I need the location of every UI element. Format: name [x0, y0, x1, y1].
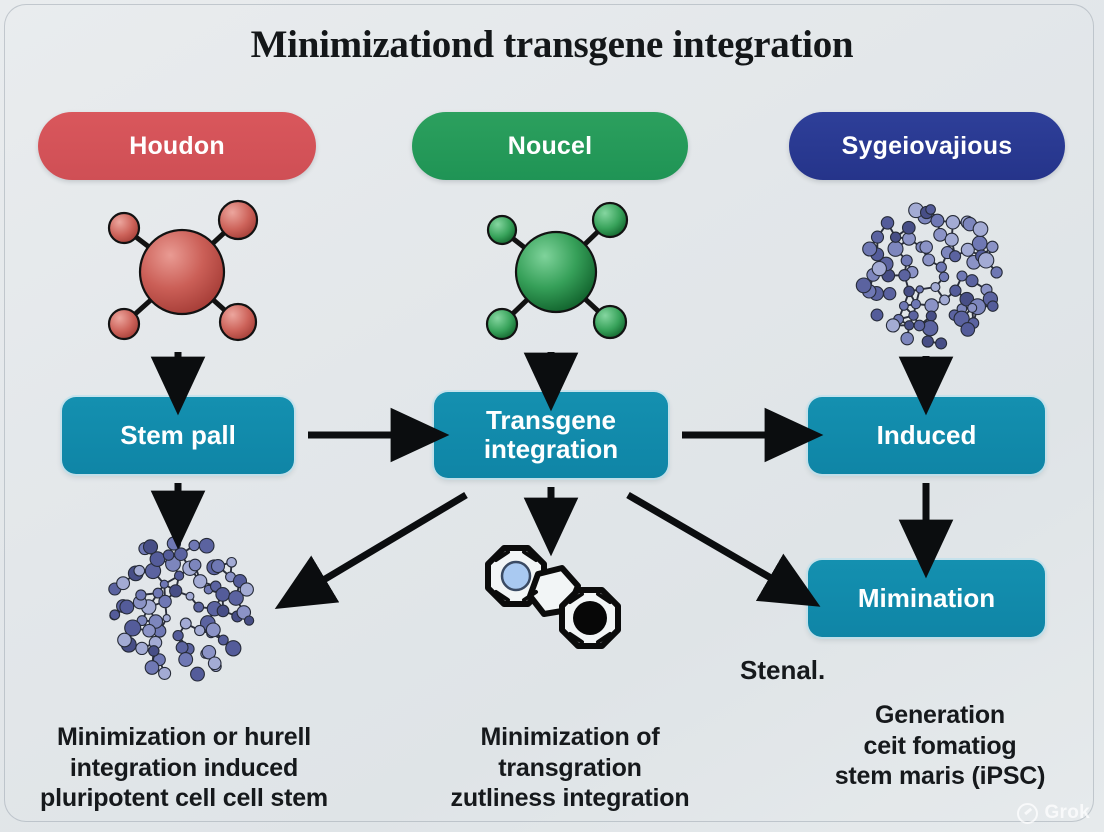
box-induced[interactable]: Induced — [808, 397, 1045, 474]
watermark-label: Grok — [1044, 802, 1090, 823]
pill-sygeiovajious-label: Sygeiovajious — [841, 131, 1013, 160]
caption-left-line3: pluripotent cell cell stem — [40, 784, 328, 812]
box-stem-pall[interactable]: Stem pall — [62, 397, 294, 474]
transgene-line-1: Transgene — [485, 404, 617, 435]
blue-cluster-icon — [855, 202, 1003, 350]
caption-right-line2: ceit fomatiog — [863, 731, 1017, 760]
caption-left-line1: Minimization or hurell — [57, 723, 311, 751]
pill-noucel[interactable]: Noucel — [412, 112, 688, 180]
red-molecule-icon — [107, 199, 259, 342]
pill-houdon-label: Houdon — [129, 131, 225, 160]
box-mimination[interactable]: Mimination — [808, 560, 1045, 637]
caption-center-line2: transgration — [498, 753, 642, 782]
green-molecule-icon — [485, 201, 629, 341]
arrow-transgene-diagonal-left — [274, 491, 468, 610]
blue-cluster-icon — [108, 536, 255, 682]
grok-logo-icon — [1017, 802, 1039, 824]
box-transgene-integration-label: Transgene integration — [483, 404, 619, 464]
caption-center-line3: zutliness integration — [450, 784, 690, 812]
stenal-label: Stenal. — [740, 655, 826, 685]
arrow-transgene-diagonal-right — [626, 491, 821, 607]
box-induced-label: Induced — [876, 419, 977, 450]
pill-houdon[interactable]: Houdon — [38, 112, 316, 180]
ring-compound-icon — [485, 545, 621, 649]
caption-left: Minimization or hurell integration induc… — [8, 722, 360, 814]
watermark: Grok — [1017, 802, 1090, 824]
box-stem-pall-label: Stem pall — [120, 419, 236, 450]
box-transgene-integration[interactable]: Transgene integration — [434, 392, 668, 478]
caption-center: Minimization of transgration zutliness i… — [400, 722, 740, 814]
pill-sygeiovajious[interactable]: Sygeiovajious — [789, 112, 1065, 180]
box-mimination-label: Mimination — [857, 582, 996, 613]
caption-right-line1: Generation — [875, 701, 1005, 729]
pill-noucel-label: Noucel — [507, 131, 593, 160]
page-title: Minimizationd transgene integration — [250, 23, 854, 66]
transgene-line-2: integration — [483, 434, 619, 464]
caption-right: Generation ceit fomatiog stem maris (iPS… — [780, 700, 1100, 792]
caption-right-line3: stem maris (iPSC) — [834, 762, 1046, 790]
caption-left-line2: integration induced — [69, 753, 299, 782]
caption-center-line1: Minimization of — [480, 723, 660, 751]
